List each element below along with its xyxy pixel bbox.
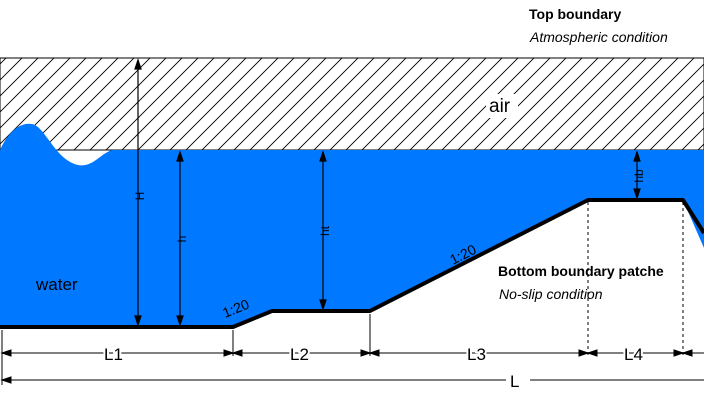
length-L4-label: L4 xyxy=(624,345,643,364)
depth-ht-label: ht xyxy=(318,225,332,236)
water-region xyxy=(0,123,704,327)
air-region xyxy=(0,57,704,151)
depth-hb-arrow xyxy=(633,150,641,200)
depth-H-arrow xyxy=(134,58,142,327)
top-boundary-condition: Atmospheric condition xyxy=(529,29,668,45)
bottom-boundary-condition: No-slip condition xyxy=(499,286,603,302)
segment-dimension-line xyxy=(0,349,704,357)
length-L2-label: L2 xyxy=(290,345,309,364)
depth-hb-label: hb xyxy=(632,169,646,183)
water-label: water xyxy=(35,275,78,294)
top-boundary-title: Top boundary xyxy=(529,6,621,22)
depth-H-label: H xyxy=(133,192,147,201)
length-L3-label: L3 xyxy=(467,345,486,364)
depth-h-label: h xyxy=(175,236,189,243)
bottom-boundary-line xyxy=(0,198,704,329)
total-dimension-line xyxy=(0,376,704,384)
dimension-extension-lines xyxy=(1,202,684,385)
depth-ht-arrow xyxy=(319,150,327,311)
length-L1-label: L1 xyxy=(104,345,123,364)
bottom-boundary-title: Bottom boundary patche xyxy=(498,263,664,279)
air-label: air xyxy=(489,96,511,117)
length-L-label: L xyxy=(510,372,519,391)
depth-h-arrow xyxy=(176,150,184,327)
